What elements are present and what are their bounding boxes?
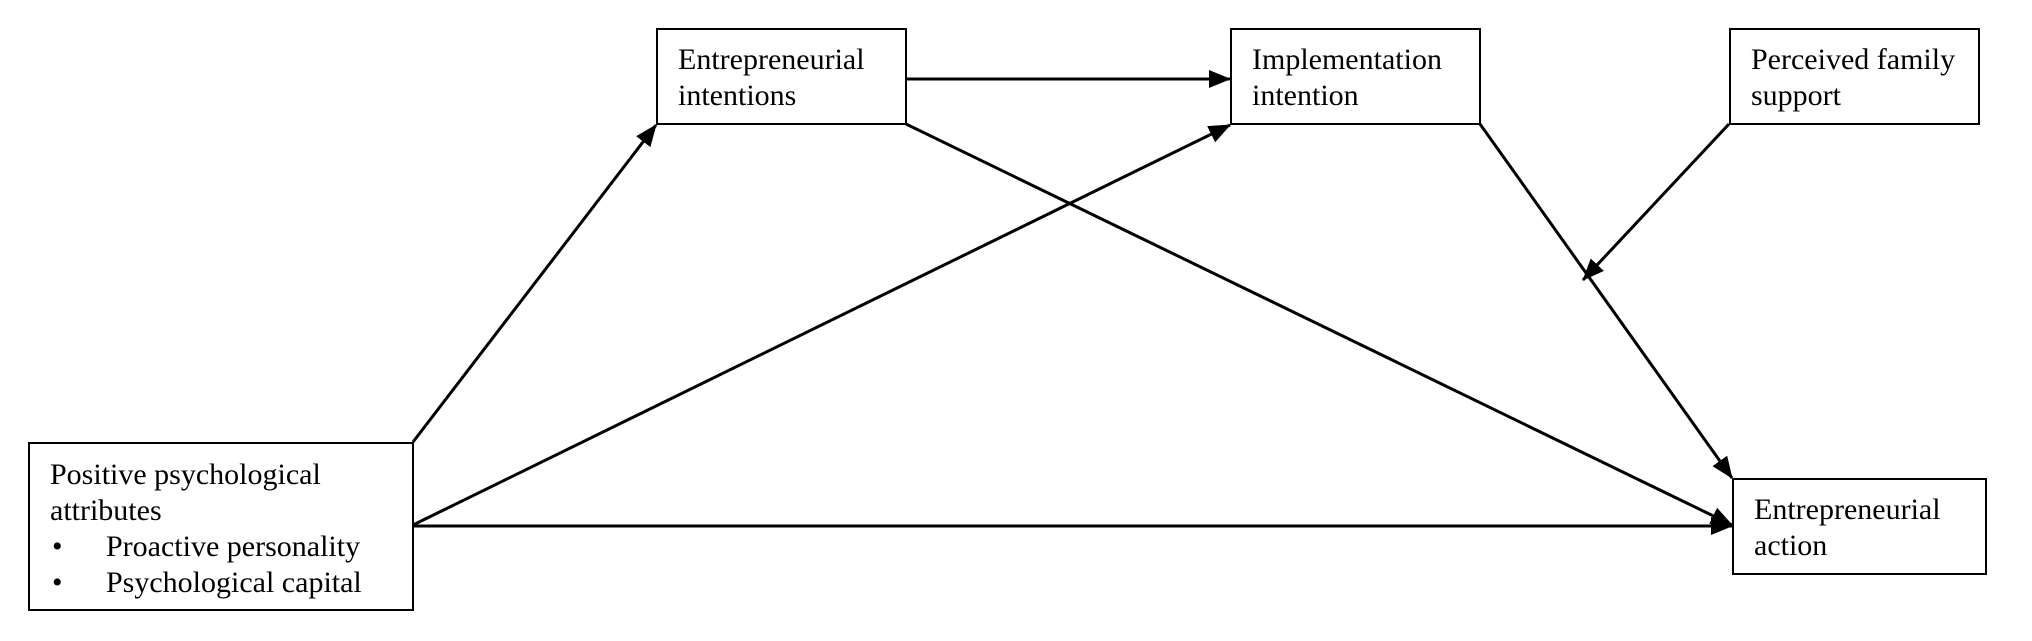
implementation-intention-box: Implementation intention (1230, 28, 1481, 125)
attribute-text: Psychological capital (106, 566, 362, 599)
bullet-icon: • (52, 566, 63, 599)
edge-implementation-to-action (1478, 123, 1734, 479)
positive-psychological-attributes-box: Positive psychological attributes • Proa… (28, 442, 414, 611)
entrepreneurial-action-label: Entrepreneurial action (1754, 493, 1941, 562)
edge-family-support-moderation (1581, 122, 1731, 282)
perceived-family-support-label: Perceived family support (1751, 43, 1956, 112)
attribute-item-proactive-personality: • Proactive personality (50, 529, 392, 565)
implementation-intention-label: Implementation intention (1252, 43, 1442, 112)
attributes-bullet-list: • Proactive personality • Psychological … (50, 529, 392, 601)
entrepreneurial-intentions-label: Entrepreneurial intentions (678, 43, 865, 112)
entrepreneurial-action-box: Entrepreneurial action (1732, 478, 1987, 575)
edge-intentions-to-action (905, 122, 1733, 527)
bullet-icon: • (52, 530, 63, 563)
edge-attributes-to-implementation (412, 123, 1231, 527)
attribute-item-psychological-capital: • Psychological capital (50, 565, 392, 601)
attribute-text: Proactive personality (106, 530, 361, 563)
edge-attributes-to-intentions (411, 124, 658, 443)
positive-psychological-attributes-label: Positive psychological attributes (50, 458, 321, 527)
perceived-family-support-box: Perceived family support (1729, 28, 1980, 125)
entrepreneurial-intentions-box: Entrepreneurial intentions (656, 28, 907, 125)
